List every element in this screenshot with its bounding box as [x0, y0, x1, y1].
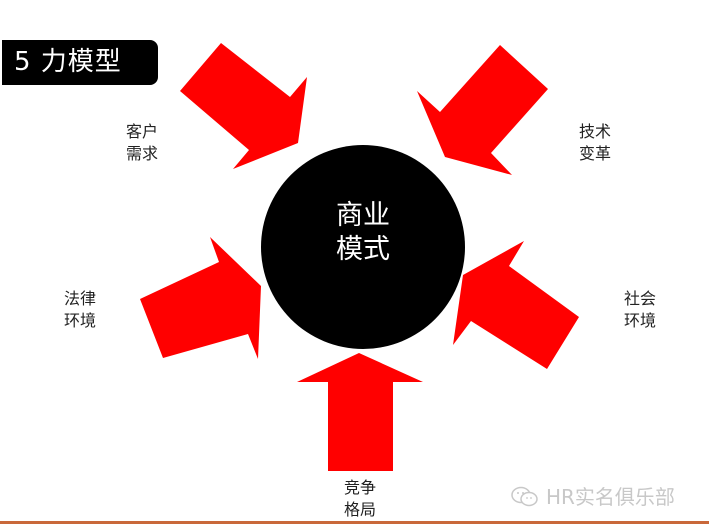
arrow-technology-icon: [417, 45, 548, 175]
wechat-icon: [511, 486, 538, 507]
label-customer-demand: 客户 需求: [112, 121, 172, 165]
label-line: 变革: [578, 144, 611, 163]
business-model-circle: 商业 模式: [261, 145, 465, 349]
label-legal-environment: 法律 环境: [50, 288, 110, 332]
label-social-environment: 社会 环境: [610, 288, 670, 332]
label-line: 环境: [623, 311, 656, 330]
watermark: HR实名俱乐部: [510, 484, 675, 510]
label-line: 需求: [125, 144, 158, 163]
arrow-customer-icon: [180, 43, 307, 169]
arrow-legal-icon: [140, 237, 261, 359]
bottom-rule: [0, 521, 709, 524]
label-line: 客户: [125, 122, 158, 141]
label-competition-landscape: 竞争 格局: [330, 477, 390, 521]
arrow-competition-icon: [297, 353, 423, 471]
arrow-social-icon: [453, 241, 579, 369]
label-line: 社会: [623, 289, 656, 308]
label-line: 格局: [343, 500, 376, 519]
label-line: 技术: [578, 122, 611, 141]
center-line-2: 模式: [336, 234, 390, 265]
label-line: 竞争: [343, 478, 376, 497]
label-line: 环境: [63, 311, 96, 330]
label-line: 法律: [63, 289, 96, 308]
watermark-text: HR实名俱乐部: [546, 485, 675, 509]
center-line-1: 商业: [336, 200, 390, 231]
title-text: 5 力模型: [14, 47, 122, 77]
title-badge: 5 力模型: [2, 40, 158, 85]
label-technology-change: 技术 变革: [565, 121, 625, 165]
